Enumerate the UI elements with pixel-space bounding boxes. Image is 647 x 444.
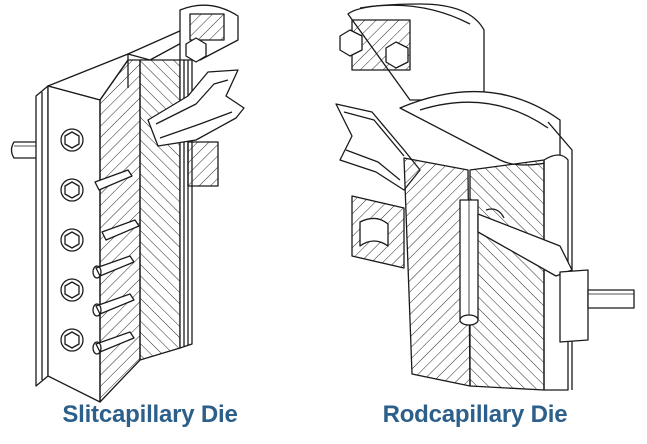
rod-section: [403, 157, 545, 391]
bolt-sockets: [60, 128, 84, 352]
back-plate: [35, 85, 49, 387]
inlet-funnel: [147, 69, 245, 187]
transducer-plugs: [92, 169, 140, 355]
caption-rodcapillary-die: Rodcapillary Die: [382, 401, 568, 428]
slitcapillary-die-drawing: [10, 4, 245, 403]
side-plates: [351, 195, 405, 269]
right-pin: [559, 269, 635, 343]
inlet-funnel: [335, 103, 421, 191]
top-housing: [127, 4, 239, 63]
caption-slitcapillary-die: Slitcapillary Die: [62, 401, 238, 428]
top-housing: [339, 3, 485, 101]
rodcapillary-die-drawing: [335, 3, 635, 391]
